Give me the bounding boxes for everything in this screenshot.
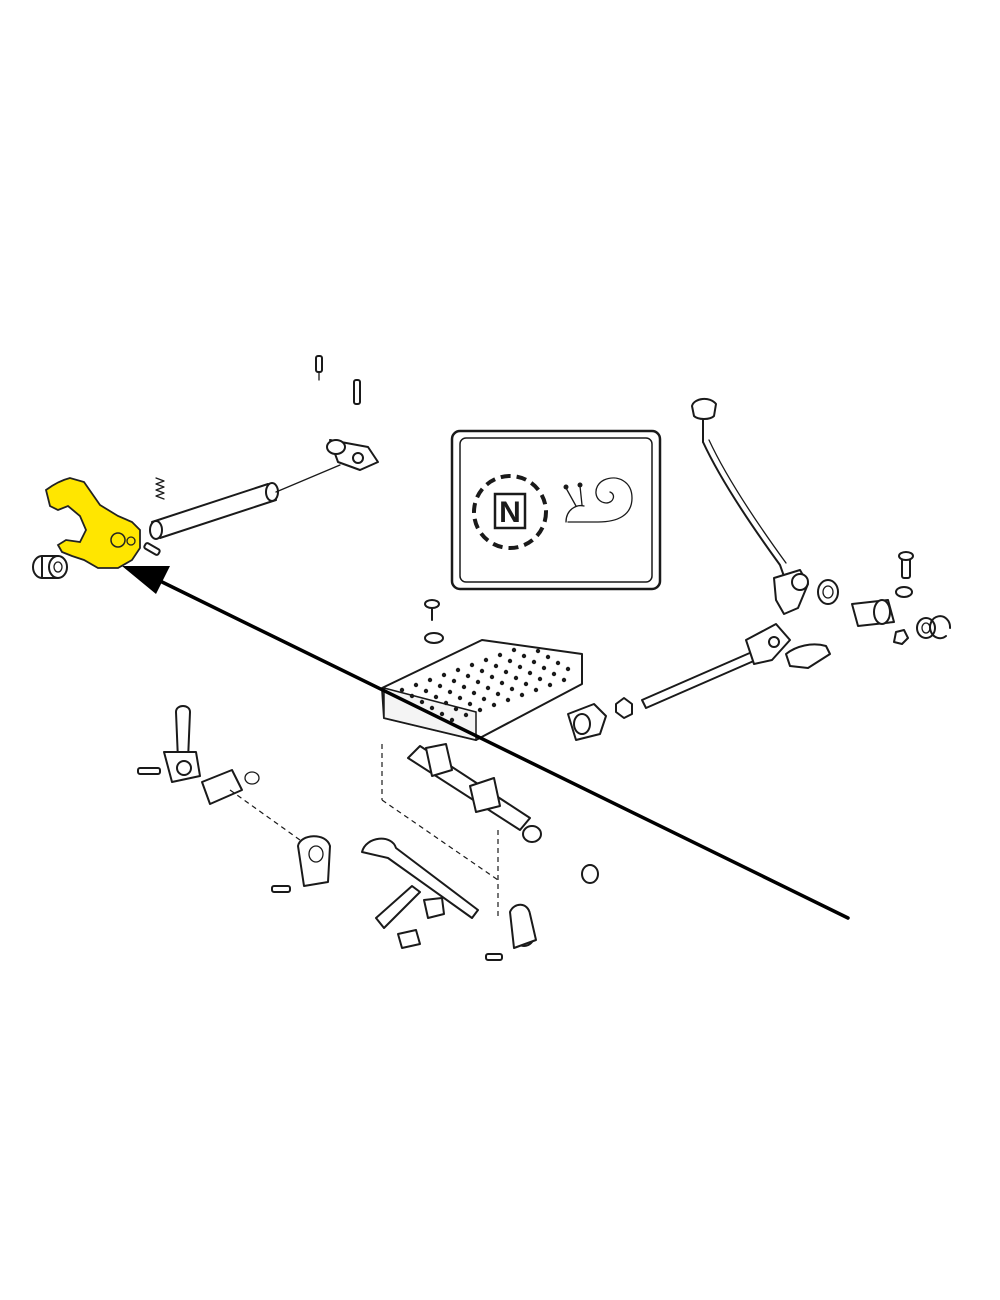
plate-hole	[469, 662, 475, 668]
plate-hole	[467, 701, 473, 707]
plate-hole	[537, 676, 543, 682]
plate-hole	[555, 660, 561, 666]
plate-hole	[427, 677, 433, 683]
plate-hole	[523, 681, 529, 687]
plate-hole	[453, 706, 459, 712]
lower-lever-assembly	[137, 705, 537, 961]
plate-hole	[457, 695, 463, 701]
plate-hole-grid	[399, 647, 571, 723]
neutral-gear-icon: N	[472, 474, 548, 550]
plate-hole	[423, 688, 429, 694]
plate-hole	[441, 672, 447, 678]
plate-hole	[475, 679, 481, 685]
plate-hole	[489, 674, 495, 680]
plate-hole	[519, 692, 525, 698]
plate-hole	[399, 687, 405, 693]
plate-hole	[505, 697, 511, 703]
lever-pivot-parts	[851, 551, 952, 645]
plate-hole	[439, 711, 445, 717]
plate-hole	[545, 654, 551, 660]
plate-hole	[477, 707, 483, 713]
plate-hole	[449, 717, 455, 723]
plate-hole	[503, 669, 509, 675]
neutral-symbol-letter: N	[499, 496, 521, 529]
gear-lever-assembly	[691, 398, 839, 615]
plate-hole	[437, 683, 443, 689]
plate-hole	[493, 663, 499, 669]
plate-hole	[551, 671, 557, 677]
plate-hole	[561, 677, 567, 683]
plate-hole	[531, 659, 537, 665]
plate-hole	[447, 689, 453, 695]
plate-hole	[491, 702, 497, 708]
plate-hole	[433, 694, 439, 700]
plate-hole	[499, 680, 505, 686]
plate-hole	[455, 667, 461, 673]
plate-hole	[509, 686, 515, 692]
plate-hole	[465, 673, 471, 679]
plate-hole	[419, 699, 425, 705]
plate-hole	[497, 652, 503, 658]
plate-hole	[479, 668, 485, 674]
plate-hole	[429, 705, 435, 711]
plate-hole	[451, 678, 457, 684]
plate-hole	[495, 691, 501, 697]
plate-hole	[463, 712, 469, 718]
plate-hole	[517, 664, 523, 670]
shift-rod-assembly	[143, 355, 379, 556]
plate-hole	[485, 685, 491, 691]
plate-hole	[533, 687, 539, 693]
plate-hole	[565, 666, 571, 672]
plate-hole	[409, 693, 415, 699]
linkage-rod	[567, 623, 831, 741]
plate-hole	[483, 657, 489, 663]
plate-hole	[547, 682, 553, 688]
plate-hole	[481, 696, 487, 702]
plate-hole	[443, 700, 449, 706]
shift-fork-highlighted	[44, 477, 141, 569]
pointer-arrow	[122, 566, 850, 920]
plate-hole	[513, 675, 519, 681]
plate-hole	[535, 648, 541, 654]
snail-slow-speed-icon	[563, 477, 633, 523]
plate-hole	[527, 670, 533, 676]
plate-hole	[507, 658, 513, 664]
plate-hole	[471, 690, 477, 696]
plate-hole	[541, 665, 547, 671]
shift-instruction-plate: N	[450, 429, 662, 591]
plate-hole	[413, 682, 419, 688]
mounting-plate	[381, 599, 583, 741]
selector-shaft	[381, 743, 599, 920]
plate-hole	[511, 647, 517, 653]
plate-hole	[461, 684, 467, 690]
fork-bushing	[32, 555, 68, 579]
plate-hole	[521, 653, 527, 659]
